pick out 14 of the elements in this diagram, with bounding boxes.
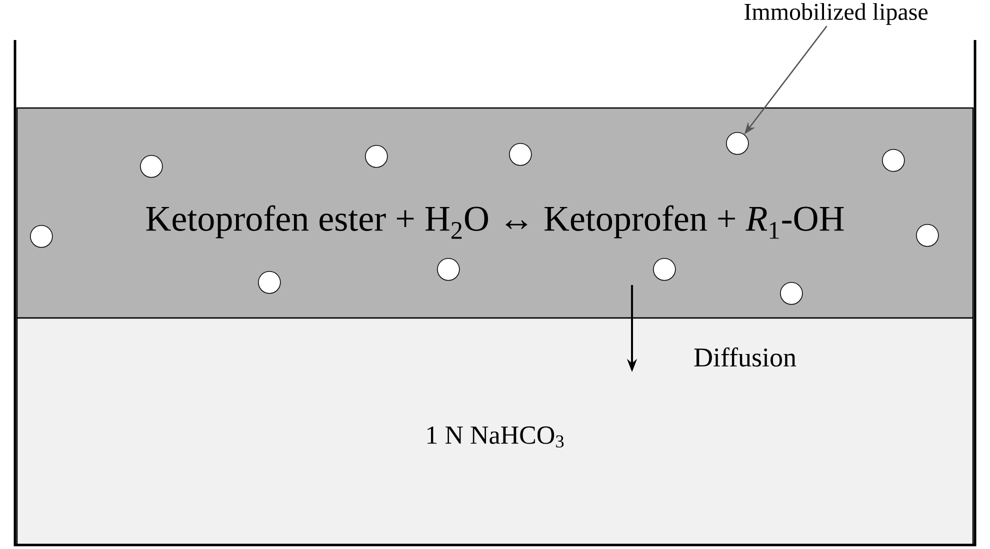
arrow-label: Diffusion [694, 347, 796, 367]
bead [780, 282, 803, 305]
bead [365, 145, 388, 168]
bead [726, 132, 749, 155]
bead [653, 258, 676, 281]
bead [882, 149, 905, 172]
bead [916, 224, 939, 247]
callout-label: Immobilized lipase [744, 3, 928, 25]
bead [258, 271, 281, 294]
bead [140, 155, 163, 178]
liquid-layer: Ketoprofen ester + H$_{2}$O ↔ Ketoprofen + R$_{1}$-OH [16, 107, 974, 319]
bead [30, 225, 53, 248]
bead [437, 258, 460, 281]
bead [509, 143, 532, 166]
